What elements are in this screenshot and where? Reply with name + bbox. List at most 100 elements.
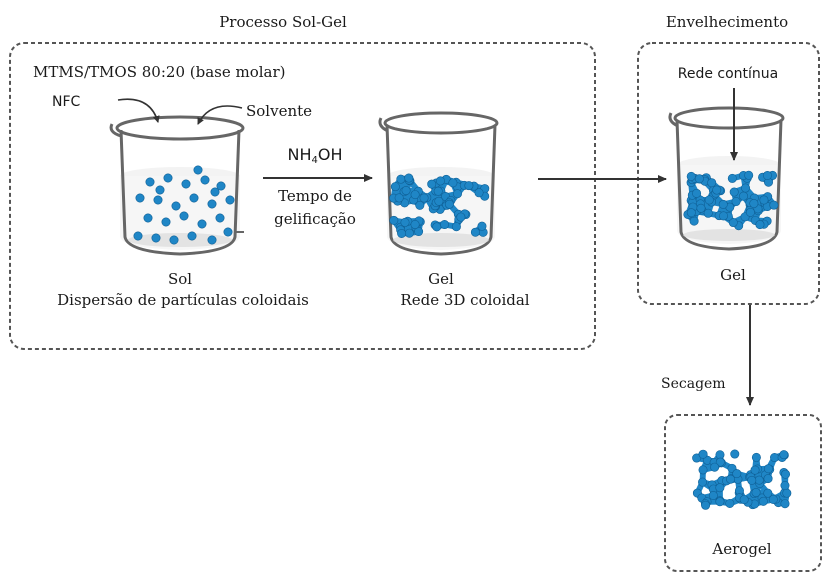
sol-particle	[163, 173, 173, 183]
aged-network-particle	[692, 188, 702, 198]
aerogel-network-particle	[751, 452, 761, 462]
aging-frame	[637, 42, 820, 305]
sol-particle	[143, 213, 153, 223]
sol-name: Sol	[167, 270, 193, 288]
aged-network-particle	[704, 195, 714, 205]
aged-network-particle	[689, 216, 699, 226]
sol-particle	[225, 195, 235, 205]
aerogel-network-particle	[751, 488, 761, 498]
aged-network-particle	[696, 203, 706, 213]
sol-particle	[181, 179, 191, 189]
gel-network-particle	[464, 181, 474, 191]
sol-particle	[193, 165, 203, 175]
aerogel-network-particle	[758, 496, 768, 506]
aerogel-network-particle	[701, 500, 711, 510]
aging-section-title: Envelhecimento	[665, 13, 789, 31]
gel-network-particle	[451, 222, 461, 232]
gel-network-particle	[415, 200, 425, 210]
aged-network-particle	[769, 200, 779, 210]
aged-network-particle	[755, 220, 765, 230]
aerogel-network-particle	[768, 494, 778, 504]
aerogel-network-particle	[779, 450, 789, 460]
sol-particle	[197, 219, 207, 229]
aerogel-network-particle	[763, 488, 773, 498]
aged-network-particle	[703, 208, 713, 218]
aerogel-network-particle	[763, 474, 773, 484]
gel-network-particle	[404, 228, 414, 238]
sol-beaker	[109, 115, 245, 256]
sol-particle	[151, 233, 161, 243]
sol-particle	[210, 187, 220, 197]
gel-network-particle	[427, 179, 437, 189]
sol-gel-frame	[9, 42, 596, 350]
gel-network-particle	[477, 221, 487, 231]
aerogel-network-particle	[739, 495, 749, 505]
sol-particle	[155, 185, 165, 195]
sol-particle	[169, 235, 179, 245]
precursor-label: MTMS/TMOS 80:20 (base molar)	[33, 63, 286, 81]
gel-network-particle	[456, 212, 466, 222]
sol-description: Dispersão de partículas coloidais	[57, 291, 309, 309]
sol-particle	[207, 235, 217, 245]
aerogel-network-particle	[710, 462, 720, 472]
gel-network-particle	[414, 227, 424, 237]
aged-gel-name: Gel	[720, 266, 746, 284]
gel-network-particle	[433, 186, 443, 196]
sol-particle	[216, 181, 226, 191]
aerogel-network-particle	[780, 481, 790, 491]
sol-particle	[135, 193, 145, 203]
sol-particle	[161, 217, 171, 227]
gel-network-particle	[410, 190, 420, 200]
aged-network-particle	[731, 197, 741, 207]
sol-particle	[187, 231, 197, 241]
aerogel-network-particle	[780, 499, 790, 509]
aged-network-particle	[729, 187, 739, 197]
sol-particle	[179, 211, 189, 221]
aged-network-particle	[686, 208, 696, 218]
gel-network-particle	[444, 199, 454, 209]
aerogel-network-particle	[698, 465, 708, 475]
catalyst-label: NH4OH	[287, 145, 343, 167]
sol-gel-section-title: Processo Sol-Gel	[219, 13, 347, 31]
aged-network-particle	[745, 207, 755, 217]
gel-network-particle	[389, 215, 399, 225]
aerogel-network-particle	[747, 475, 757, 485]
aerogel-network-particle	[715, 457, 725, 467]
gel-network-particle	[474, 188, 484, 198]
network-label: Rede contínua	[677, 66, 779, 82]
gel-network-particle	[396, 174, 406, 184]
gel-network-particle	[400, 217, 410, 227]
gel-network-particle	[394, 193, 404, 203]
sol-particle	[200, 175, 210, 185]
sol-particle	[153, 195, 163, 205]
gel-network-particle	[434, 196, 444, 206]
gel-network-particle	[390, 182, 400, 192]
gel-network-particle	[448, 178, 458, 188]
aerogel-network-particle	[725, 498, 735, 508]
aerogel-network-particle	[715, 483, 725, 493]
aerogel-network	[692, 449, 792, 510]
aerogel-network-particle	[732, 469, 742, 479]
aged-network-particle	[739, 191, 749, 201]
gelation-time-line2: gelificação	[274, 210, 356, 228]
aged-network-particle	[759, 195, 769, 205]
drying-label: Secagem	[661, 376, 726, 392]
gel-network-particle	[470, 227, 480, 237]
aged-network-particle	[712, 185, 722, 195]
gel-description: Rede 3D coloidal	[400, 291, 530, 309]
gel-network-particle	[404, 173, 414, 183]
aged-network-particle	[707, 178, 717, 188]
nfc-arrow	[117, 98, 160, 123]
sol-particle	[171, 201, 181, 211]
solvent-label: Solvente	[246, 102, 313, 120]
aged-network-particle	[728, 218, 738, 228]
aerogel-network-particle	[782, 488, 792, 498]
aerogel-network-particle	[781, 469, 791, 479]
sol-particle	[189, 193, 199, 203]
gel-network-particle	[397, 228, 407, 238]
aged-network-particle	[694, 174, 704, 184]
gel-network-particle	[435, 176, 445, 186]
gel-network-particle	[452, 189, 462, 199]
